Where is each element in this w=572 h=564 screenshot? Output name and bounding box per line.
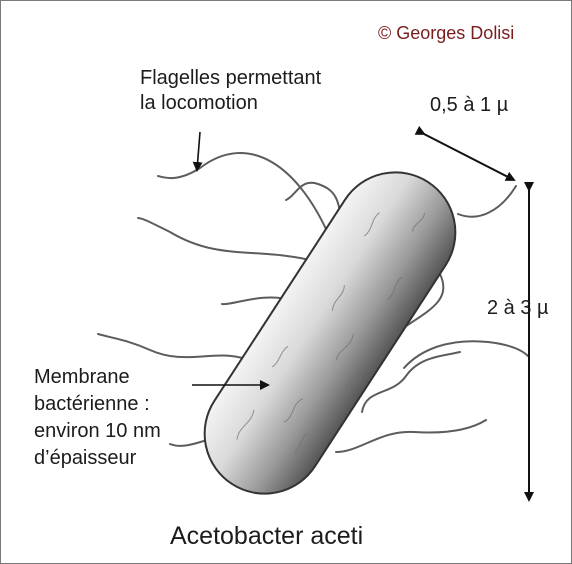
- membrane-label-line-3: environ 10 nm: [34, 420, 161, 444]
- membrane-label-line-4: d’épaisseur: [34, 447, 136, 471]
- flagella-label-line-2: la locomotion: [140, 92, 258, 116]
- membrane-label-line-2: bactérienne :: [34, 393, 150, 417]
- flagellum-3: [138, 218, 318, 262]
- flagella-label-line-1: Flagelles permettant: [140, 67, 321, 91]
- copyright-label: © Georges Dolisi: [378, 23, 514, 44]
- flagellum-11: [336, 420, 486, 452]
- flagella-pointer-arrow: [197, 132, 200, 170]
- flagellum-9: [404, 341, 528, 368]
- species-name: Acetobacter aceti: [170, 522, 363, 552]
- flagellum-1: [158, 153, 330, 238]
- membrane-label-line-1: Membrane: [34, 366, 130, 390]
- width-label: 0,5 à 1 µ: [430, 94, 508, 118]
- flagellum-5: [98, 334, 258, 364]
- flagellum-7: [458, 186, 516, 217]
- width-dimension-arrow: [424, 134, 514, 180]
- cell-body: [182, 149, 479, 516]
- length-label: 2 à 3 µ: [487, 297, 549, 321]
